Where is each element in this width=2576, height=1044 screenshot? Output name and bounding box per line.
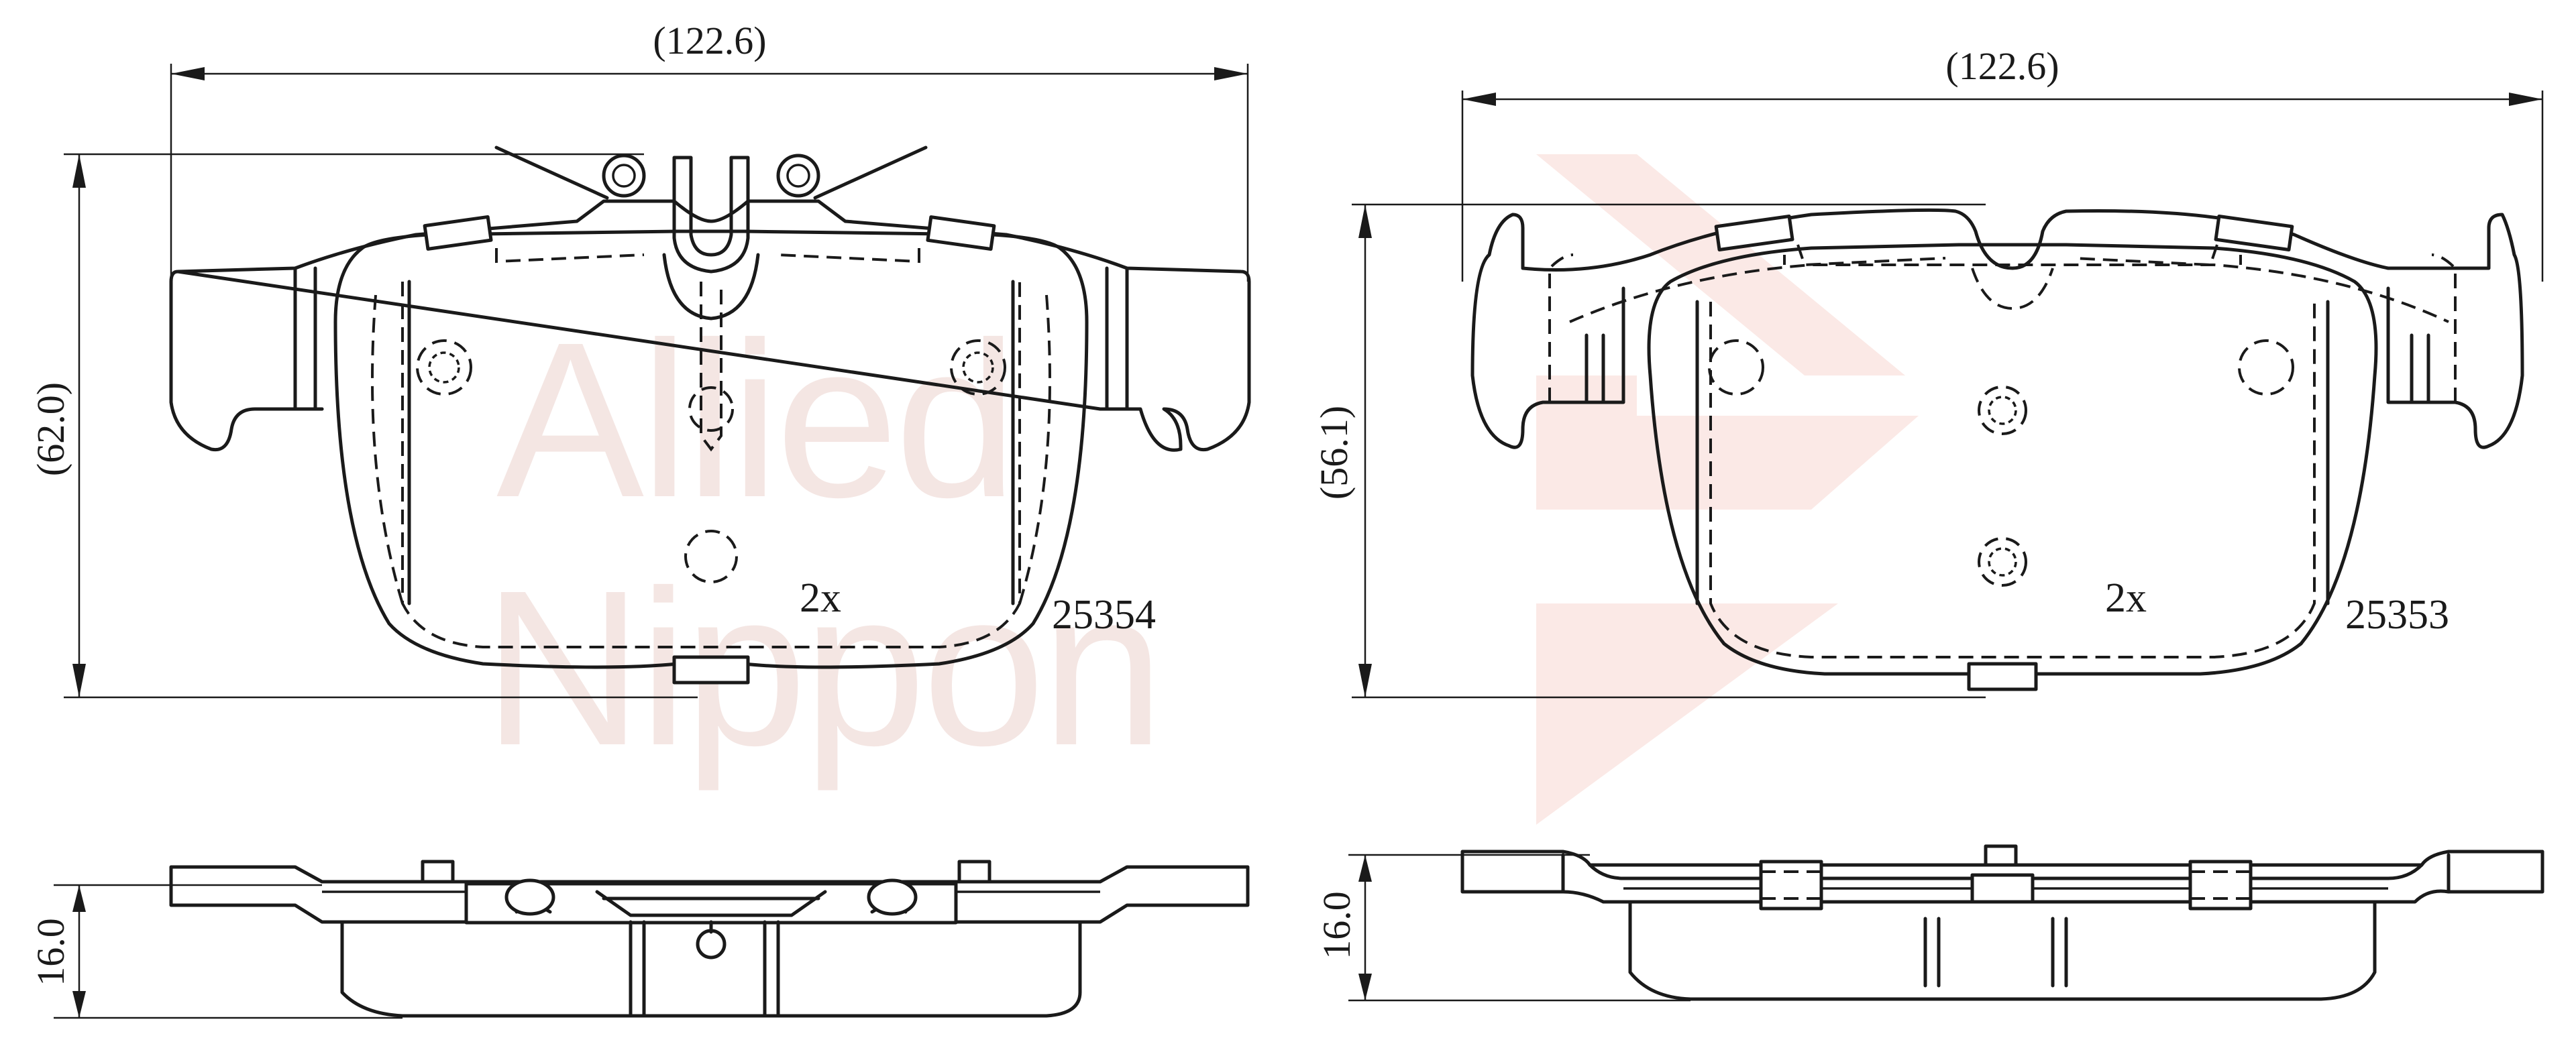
left-friction-inner-dashed <box>401 282 1021 648</box>
right-pad-front-view: (122.6) (56.1) <box>1312 44 2544 699</box>
right-pin-inner-center-top <box>1988 396 2017 425</box>
right-thickness-label: 16.0 <box>1315 891 1358 960</box>
right-top-clip-right <box>2214 215 2294 251</box>
left-pin-circle-right <box>950 339 1006 396</box>
left-width-dimension: (122.6) <box>170 19 1249 282</box>
right-side-ear-lines <box>1561 853 2451 894</box>
right-side-clip-right <box>2188 860 2253 911</box>
right-height-dimension: (56.1) <box>1312 203 1986 699</box>
right-pin-circle-left <box>1708 339 1764 396</box>
left-shim-dashed-right <box>777 248 920 264</box>
right-top-clip-left <box>1714 215 1794 251</box>
left-height-dimension: (62.0) <box>29 153 698 699</box>
right-side-slots <box>1923 917 2068 988</box>
right-side-center-clip <box>1984 844 2018 867</box>
left-pin-circle-bottom <box>684 530 738 583</box>
left-friction-edge-dashed-left <box>371 294 404 604</box>
right-width-label: (122.6) <box>1945 44 2059 88</box>
right-pad-side-view: 16.0 <box>1315 844 2544 1002</box>
left-side-slots <box>629 920 780 1018</box>
left-top-clip-right <box>926 215 996 251</box>
left-pad-front-view: (122.6) (62.0) <box>29 19 1251 699</box>
right-clip-dashed-left <box>1796 244 1946 267</box>
right-clip-dashed-right <box>2072 244 2218 267</box>
left-side-friction <box>340 920 1082 1018</box>
right-ear-left-inner <box>1585 286 1625 404</box>
left-side-clip-left <box>421 860 455 884</box>
right-pin-circle-right <box>2238 339 2294 396</box>
left-side-spring-loop-right <box>867 878 918 916</box>
right-part-number: 25353 <box>2345 592 2449 638</box>
left-height-label: (62.0) <box>29 382 72 476</box>
left-pad-side-view: 16.0 <box>29 860 1250 1019</box>
right-ear-left-dashed <box>1548 253 1574 402</box>
watermark-logo-icon <box>1536 154 1919 825</box>
left-bottom-tab <box>672 655 750 685</box>
left-side-spring-loop-left <box>504 878 555 916</box>
right-shim-dashed-arc <box>1569 264 2449 323</box>
left-friction-edge-dashed-right <box>1018 294 1051 604</box>
right-side-clip-dashes <box>1761 870 2251 900</box>
right-pin-inner-center-bottom <box>1988 547 2017 577</box>
right-bottom-tab <box>1967 662 2038 691</box>
left-side-clip-right <box>957 860 991 884</box>
left-side-backing-plate <box>169 865 1250 924</box>
right-height-label: (56.1) <box>1312 406 1356 500</box>
right-notch-dashed <box>1971 268 2054 310</box>
left-part-number: 25354 <box>1052 592 1156 638</box>
left-top-clip-left <box>423 215 493 251</box>
right-ear-right-dashed <box>2431 253 2457 402</box>
left-thickness-label: 16.0 <box>29 918 72 986</box>
right-friction-material <box>1647 243 2378 676</box>
right-ear-right-inner <box>2386 286 2430 404</box>
right-pin-circle-center-top <box>1978 386 2027 435</box>
right-width-dimension: (122.6) <box>1461 44 2544 282</box>
left-pin-circle-left <box>416 339 472 396</box>
left-pin-inner-right <box>962 351 994 384</box>
left-backing-plate <box>169 199 1251 452</box>
left-wear-sensor-spring <box>494 146 928 452</box>
watermark: Allied Nippon <box>483 154 1919 825</box>
right-shim-dashed-ticks <box>1783 255 2242 265</box>
left-thickness-dimension: 16.0 <box>29 884 402 1019</box>
right-side-friction <box>1628 900 2377 1001</box>
left-friction-material <box>333 229 1089 669</box>
right-friction-inner-dashed <box>1709 302 2316 658</box>
right-side-clip-left <box>1759 860 1823 911</box>
right-quantity-label: 2x <box>2105 575 2147 621</box>
right-side-backing-plate <box>1460 850 2544 904</box>
left-quantity-label: 2x <box>800 575 841 621</box>
watermark-brand-line1: Allied <box>496 296 1014 543</box>
left-side-spring-bridge <box>595 890 827 917</box>
right-side-center-block <box>1970 873 2035 904</box>
left-width-label: (122.6) <box>653 19 766 62</box>
left-pin-inner-left <box>428 351 460 384</box>
right-thickness-dimension: 16.0 <box>1315 854 1690 1002</box>
right-pin-circle-center-bottom <box>1978 537 2027 587</box>
left-side-sensor-hole <box>696 929 727 960</box>
left-shim-dashed-left <box>495 248 645 264</box>
